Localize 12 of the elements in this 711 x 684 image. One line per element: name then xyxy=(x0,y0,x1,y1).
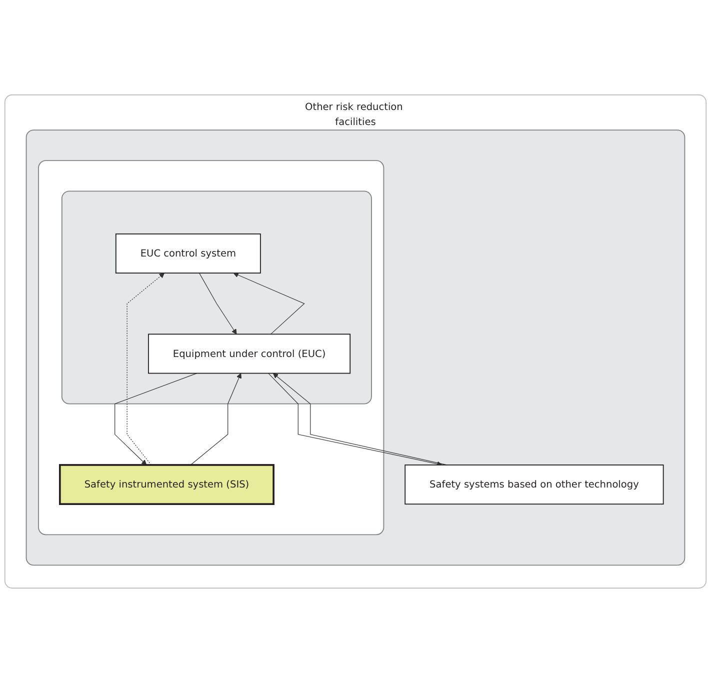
node-box: Safety systems based on other technology xyxy=(404,465,664,506)
arrow xyxy=(114,373,198,466)
cluster xyxy=(38,160,384,536)
arrow xyxy=(190,374,242,466)
node-box: EUC control system xyxy=(115,234,261,274)
cluster xyxy=(61,191,372,405)
arrow xyxy=(198,273,237,335)
arrow xyxy=(126,273,165,466)
node-box: Safety instrumented system (SIS) xyxy=(58,464,274,506)
arrow xyxy=(233,272,305,335)
node-box: Equipment under control (EUC) xyxy=(148,334,351,374)
cluster xyxy=(26,130,686,566)
